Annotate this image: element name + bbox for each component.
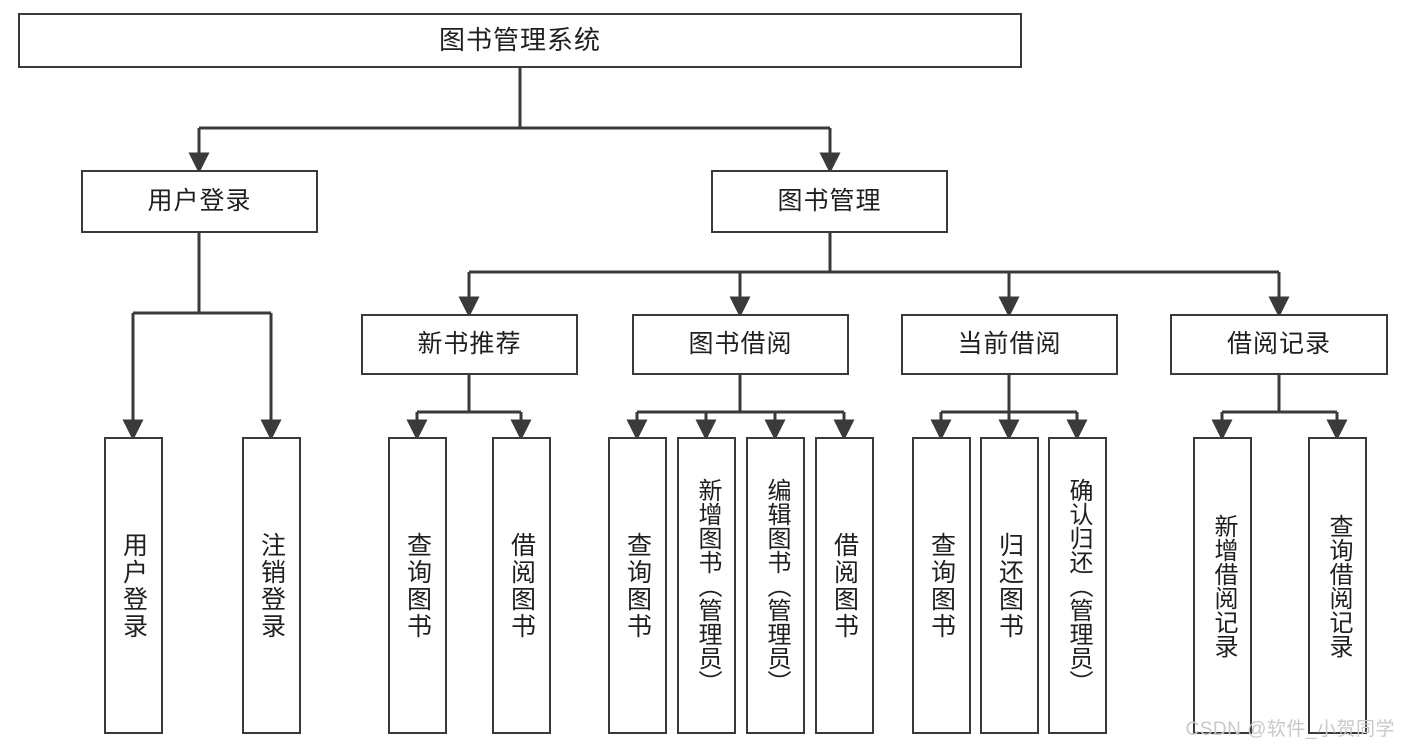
leaf-query-borrow-record-label: 查询借阅记录 bbox=[1324, 513, 1352, 658]
leaf-query-borrow-record[interactable]: 查询借阅记录 bbox=[1308, 437, 1367, 734]
leaf-query-book-bb-label: 查询图书 bbox=[623, 531, 652, 640]
leaf-edit-book-admin[interactable]: 编辑图书（管理员） bbox=[746, 437, 805, 734]
node-root[interactable]: 图书管理系统 bbox=[18, 13, 1022, 68]
leaf-return-book-label: 归还图书 bbox=[995, 531, 1024, 640]
node-book-management[interactable]: 图书管理 bbox=[711, 170, 948, 233]
leaf-add-borrow-record[interactable]: 新增借阅记录 bbox=[1193, 437, 1252, 734]
node-book-management-label: 图书管理 bbox=[777, 186, 882, 215]
leaf-borrow-book-bb-label: 借阅图书 bbox=[830, 531, 859, 640]
node-new-book-recommend[interactable]: 新书推荐 bbox=[361, 314, 578, 375]
leaf-borrow-book-nbr-label: 借阅图书 bbox=[507, 531, 536, 640]
leaf-edit-book-admin-label: 编辑图书（管理员） bbox=[762, 477, 790, 694]
leaf-logout-label: 注销登录 bbox=[257, 531, 286, 640]
node-borrow-record-label: 借阅记录 bbox=[1226, 329, 1331, 358]
leaf-query-book-bb[interactable]: 查询图书 bbox=[608, 437, 667, 734]
node-current-borrow[interactable]: 当前借阅 bbox=[901, 314, 1118, 375]
leaf-user-login-label: 用户登录 bbox=[119, 531, 148, 640]
leaf-query-book-cb-label: 查询图书 bbox=[927, 531, 956, 640]
leaf-query-book-cb[interactable]: 查询图书 bbox=[912, 437, 971, 734]
csdn-watermark: CSDN @软件_小贺同学 bbox=[1185, 719, 1395, 740]
node-book-borrow[interactable]: 图书借阅 bbox=[632, 314, 849, 375]
leaf-return-book[interactable]: 归还图书 bbox=[980, 437, 1039, 734]
node-current-borrow-label: 当前借阅 bbox=[957, 329, 1062, 358]
leaf-add-book-admin[interactable]: 新增图书（管理员） bbox=[677, 437, 736, 734]
leaf-add-book-admin-label: 新增图书（管理员） bbox=[693, 477, 721, 694]
leaf-confirm-return-admin-label: 确认归还（管理员） bbox=[1064, 477, 1092, 694]
node-borrow-record[interactable]: 借阅记录 bbox=[1170, 314, 1388, 375]
leaf-add-borrow-record-label: 新增借阅记录 bbox=[1209, 513, 1237, 658]
node-user-login-label: 用户登录 bbox=[147, 186, 252, 215]
leaf-borrow-book-bb[interactable]: 借阅图书 bbox=[815, 437, 874, 734]
leaf-query-book-nbr[interactable]: 查询图书 bbox=[388, 437, 447, 734]
leaf-query-book-nbr-label: 查询图书 bbox=[403, 531, 432, 640]
node-root-label: 图书管理系统 bbox=[438, 25, 601, 56]
node-new-book-recommend-label: 新书推荐 bbox=[417, 329, 522, 358]
node-user-login[interactable]: 用户登录 bbox=[81, 170, 318, 233]
leaf-user-login[interactable]: 用户登录 bbox=[104, 437, 163, 734]
node-book-borrow-label: 图书借阅 bbox=[688, 329, 793, 358]
leaf-logout[interactable]: 注销登录 bbox=[242, 437, 301, 734]
leaf-confirm-return-admin[interactable]: 确认归还（管理员） bbox=[1048, 437, 1107, 734]
leaf-borrow-book-nbr[interactable]: 借阅图书 bbox=[492, 437, 551, 734]
